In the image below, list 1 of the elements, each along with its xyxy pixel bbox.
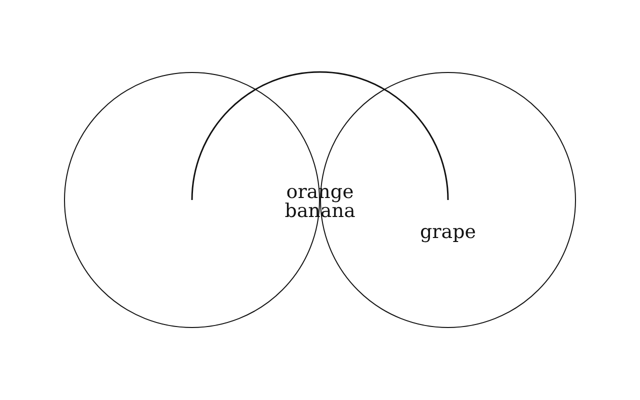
set-item-text: grape <box>420 223 476 242</box>
